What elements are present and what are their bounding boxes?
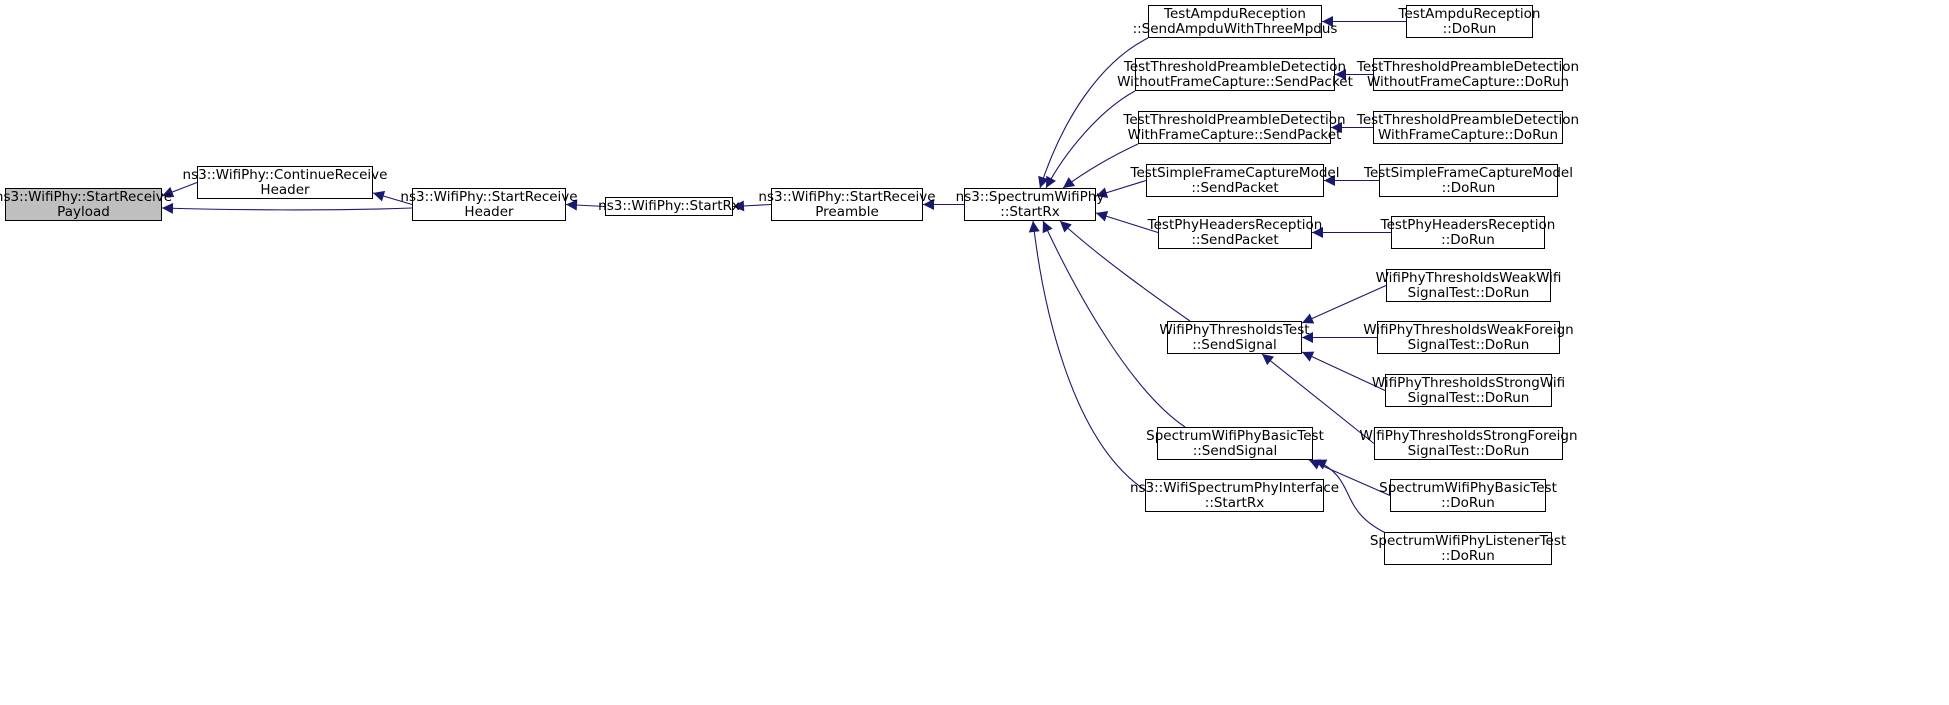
graph-node-n7[interactable]: TestAmpduReception::DoRun [1399,5,1540,38]
call-edge-n1-to-n0 [161,181,198,198]
node-label-line: ::SendPacket [1191,231,1279,248]
call-edge-n19-to-n16 [1301,351,1386,391]
node-label-line: SpectrumWifiPhyListenerTest [1369,532,1567,549]
graph-node-n22[interactable]: SpectrumWifiPhyBasicTest::DoRun [1379,479,1557,512]
node-label-line: WifiPhyThresholdsStrongWifi [1371,374,1566,391]
node-label-line: ns3::WifiPhy::StartRx [598,198,740,214]
node-label-line: Preamble [815,203,879,220]
node-label-line: TestSimpleFrameCaptureModel [1364,164,1573,181]
call-edge-n17-to-n16 [1301,284,1387,324]
call-edge-n8-to-n5 [1045,90,1136,189]
node-label-line: WithoutFrameCapture::SendPacket [1117,73,1353,90]
node-label-line: ns3::WifiPhy::ContinueReceive [182,166,388,183]
graph-node-n21[interactable]: SpectrumWifiPhyBasicTest::SendSignal [1146,427,1324,460]
node-label-line: TestPhyHeadersReception [1380,216,1556,233]
graph-node-n12[interactable]: TestSimpleFrameCaptureModel::SendPacket [1131,164,1339,197]
node-label-line: ns3::WifiPhy::StartReceive [0,188,173,205]
node-label-line: ::SendPacket [1191,179,1279,196]
graph-node-n23[interactable]: SpectrumWifiPhyListenerTest::DoRun [1370,532,1566,565]
node-label-line: TestThresholdPreambleDetection [1123,58,1347,75]
call-edge-n3-to-n2 [565,199,606,211]
call-edge-n14-to-n5 [1095,211,1159,234]
node-label-line: TestThresholdPreambleDetection [1123,111,1346,128]
graph-node-n3[interactable]: ns3::WifiPhy::StartRx [598,197,740,216]
node-label-line: ns3::WifiPhy::StartReceive [758,188,936,205]
call-edge-n6-to-n5 [1038,37,1149,189]
node-label-line: WifiPhyThresholdsWeakWifi [1375,269,1562,286]
node-label-line: ::DoRun [1442,20,1497,37]
node-label-line: WifiPhyThresholdsWeakForeign [1363,321,1574,338]
node-label-line: TestPhyHeadersReception [1147,216,1323,233]
node-label-line: WifiPhyThresholdsStrongForeign [1359,427,1578,444]
node-label-line: ns3::WifiSpectrumPhyInterface [1129,479,1340,496]
node-label-line: TestAmpduReception [1398,5,1541,22]
node-label-line: SignalTest::DoRun [1407,442,1530,459]
node-label-line: TestAmpduReception [1164,5,1306,22]
node-label-line: ::DoRun [1441,231,1495,248]
call-edge-n4-to-n3 [732,200,772,212]
node-label-line: ::DoRun [1441,547,1495,564]
call-edge-n23-to-n21 [1314,459,1391,536]
call-edge-n16-to-n5 [1059,220,1191,322]
call-edge-n2-to-n0 [161,202,413,214]
node-label-line: SignalTest::DoRun [1407,284,1530,301]
graph-node-n15[interactable]: TestPhyHeadersReception::DoRun [1381,216,1555,249]
node-label-line: SpectrumWifiPhyBasicTest [1146,427,1324,444]
call-edge-n20-to-n16 [1261,353,1375,444]
node-label-line: SignalTest::DoRun [1407,389,1530,406]
node-label-line: ns3::WifiPhy::StartReceive [400,188,578,205]
node-label-line: WithoutFrameCapture::DoRun [1366,73,1570,90]
node-label-line: WithFrameCapture::SendPacket [1127,126,1342,143]
node-label-line: Payload [57,203,110,220]
node-label-line: ::SendSignal [1192,336,1277,353]
call-edge-n10-to-n5 [1062,143,1139,189]
node-label-line: TestThresholdPreambleDetection [1356,58,1580,75]
node-label-line: SpectrumWifiPhyBasicTest [1379,479,1557,496]
node-label-line: Header [464,203,514,220]
node-label-line: TestSimpleFrameCaptureModel [1130,164,1340,181]
call-edge-n2-to-n1 [372,190,413,206]
call-edge-n24-to-n5 [1028,220,1146,491]
node-label-line: ns3::SpectrumWifiPhy [955,188,1105,205]
node-label-line: Header [260,181,310,198]
graph-node-n24[interactable]: ns3::WifiSpectrumPhyInterface::StartRx [1130,479,1339,512]
graph-node-n5[interactable]: ns3::SpectrumWifiPhy::StartRx [956,188,1104,221]
node-label-line: ::SendSignal [1192,442,1278,459]
graph-node-n16[interactable]: WifiPhyThresholdsTest::SendSignal [1159,321,1310,354]
node-label-line: ::DoRun [1441,179,1496,196]
graph-node-n13[interactable]: TestSimpleFrameCaptureModel::DoRun [1364,164,1573,197]
node-label-line: ::DoRun [1441,494,1495,511]
graph-node-n6[interactable]: TestAmpduReception::SendAmpduWithThreeMp… [1133,5,1337,38]
node-label-line: WithFrameCapture::DoRun [1377,126,1559,143]
call-edge-n12-to-n5 [1095,179,1147,198]
node-label-line: ::StartRx [1000,203,1060,220]
node-label-line: SignalTest::DoRun [1407,336,1530,353]
node-label-line: ::SendAmpduWithThreeMpdus [1132,20,1338,37]
node-label-line: TestThresholdPreambleDetection [1356,111,1580,128]
node-label-line: ::StartRx [1204,494,1265,511]
node-label-line: WifiPhyThresholdsTest [1159,321,1310,338]
call-edge-n21-to-n5 [1042,220,1186,428]
graph-node-n14[interactable]: TestPhyHeadersReception::SendPacket [1148,216,1322,249]
